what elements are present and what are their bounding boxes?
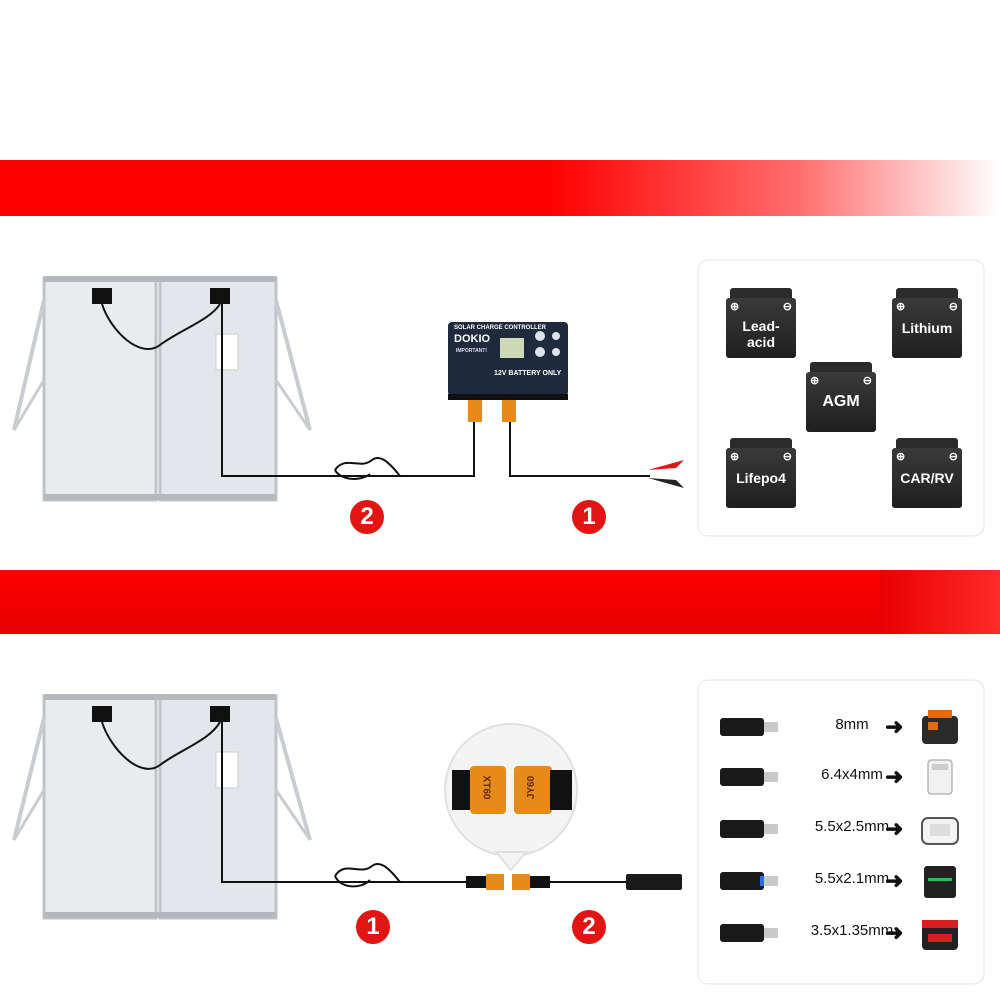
middle-red-banner bbox=[0, 570, 1000, 634]
port-size-label: 5.5x2.5mm bbox=[814, 818, 890, 835]
battery-pack-icon bbox=[924, 866, 956, 898]
port-row-6-4x4mm: 6.4x4mm ➜ bbox=[720, 758, 960, 798]
controller-battery-cable bbox=[509, 420, 650, 477]
arrow-icon: ➜ bbox=[885, 920, 904, 945]
power-station-red-icon bbox=[922, 920, 958, 950]
controller-brand: DOKIO bbox=[454, 333, 491, 345]
dc-plug-icon bbox=[720, 718, 778, 736]
battery-label: Lead- acid bbox=[742, 318, 780, 350]
solar-panel-top bbox=[12, 276, 401, 502]
battery-lead-acid: ⊕⊖ Lead- acid bbox=[726, 288, 796, 358]
jy60-label: JY60 bbox=[526, 775, 538, 800]
port-row-8mm: 8mm ➜ bbox=[720, 708, 960, 748]
solar-panel-bottom bbox=[12, 694, 470, 920]
battery-car-rv: ⊕⊖ CAR/RV bbox=[892, 438, 962, 508]
battery-label: Lithium bbox=[901, 320, 953, 336]
port-size-label: 8mm bbox=[835, 716, 869, 733]
dc-plug-icon bbox=[720, 820, 778, 838]
dc-plug-icon bbox=[720, 924, 778, 942]
dc-plug-icon bbox=[720, 768, 778, 786]
inline-connector-right bbox=[530, 876, 550, 888]
controller-header: SOLAR CHARGE CONTROLLER bbox=[454, 325, 546, 331]
controller-pv-cable bbox=[400, 420, 475, 477]
arrow-icon: ➜ bbox=[885, 816, 904, 841]
top-red-banner bbox=[0, 160, 1000, 216]
dc-plug-icon bbox=[720, 872, 778, 890]
inline-jy60 bbox=[512, 874, 530, 890]
arrow-icon: ➜ bbox=[885, 868, 904, 893]
xt60-label: XT60 bbox=[480, 775, 492, 800]
battery-label: Lifepo4 bbox=[736, 470, 786, 486]
port-size-label: 6.4x4mm bbox=[821, 766, 883, 783]
power-bank-icon bbox=[927, 759, 953, 795]
controller-plug-right bbox=[502, 400, 516, 422]
port-row-3-5x1-35mm: 3.5x1.35mm ➜ bbox=[720, 914, 960, 954]
marker-bottom-right: 2 bbox=[572, 910, 606, 944]
battery-label: CAR/RV bbox=[900, 470, 954, 486]
connector-magnifier bbox=[444, 723, 578, 872]
controller-important: IMPORTANT! bbox=[456, 348, 488, 354]
portable-power-station-icon bbox=[922, 710, 958, 744]
port-size-label: 5.5x2.1mm bbox=[814, 870, 890, 887]
inline-xt60 bbox=[486, 874, 504, 890]
arrow-icon: ➜ bbox=[885, 764, 904, 789]
controller-battery-text: 12V BATTERY ONLY bbox=[494, 370, 562, 377]
dc-output-plug bbox=[626, 874, 682, 890]
arrow-icon: ➜ bbox=[885, 714, 904, 739]
battery-lifepo4: ⊕⊖ Lifepo4 bbox=[726, 438, 796, 508]
inline-connector-left bbox=[466, 876, 486, 888]
port-row-5-5x2-5mm: 5.5x2.5mm ➜ bbox=[720, 810, 960, 850]
port-size-label: 3.5x1.35mm bbox=[810, 922, 894, 939]
port-row-5-5x2-1mm: 5.5x2.1mm ➜ bbox=[720, 862, 960, 902]
battery-lithium: ⊕⊖ Lithium bbox=[892, 288, 962, 358]
charge-controller bbox=[448, 322, 568, 400]
battery-agm: ⊕⊖ AGM bbox=[806, 362, 876, 432]
marker-top-left: 2 bbox=[350, 500, 384, 534]
battery-label: AGM bbox=[822, 393, 860, 410]
marker-top-right: 1 bbox=[572, 500, 606, 534]
controller-plug-left bbox=[468, 400, 482, 422]
generator-icon bbox=[921, 817, 959, 845]
alligator-clips bbox=[648, 460, 684, 488]
marker-bottom-left: 1 bbox=[356, 910, 390, 944]
